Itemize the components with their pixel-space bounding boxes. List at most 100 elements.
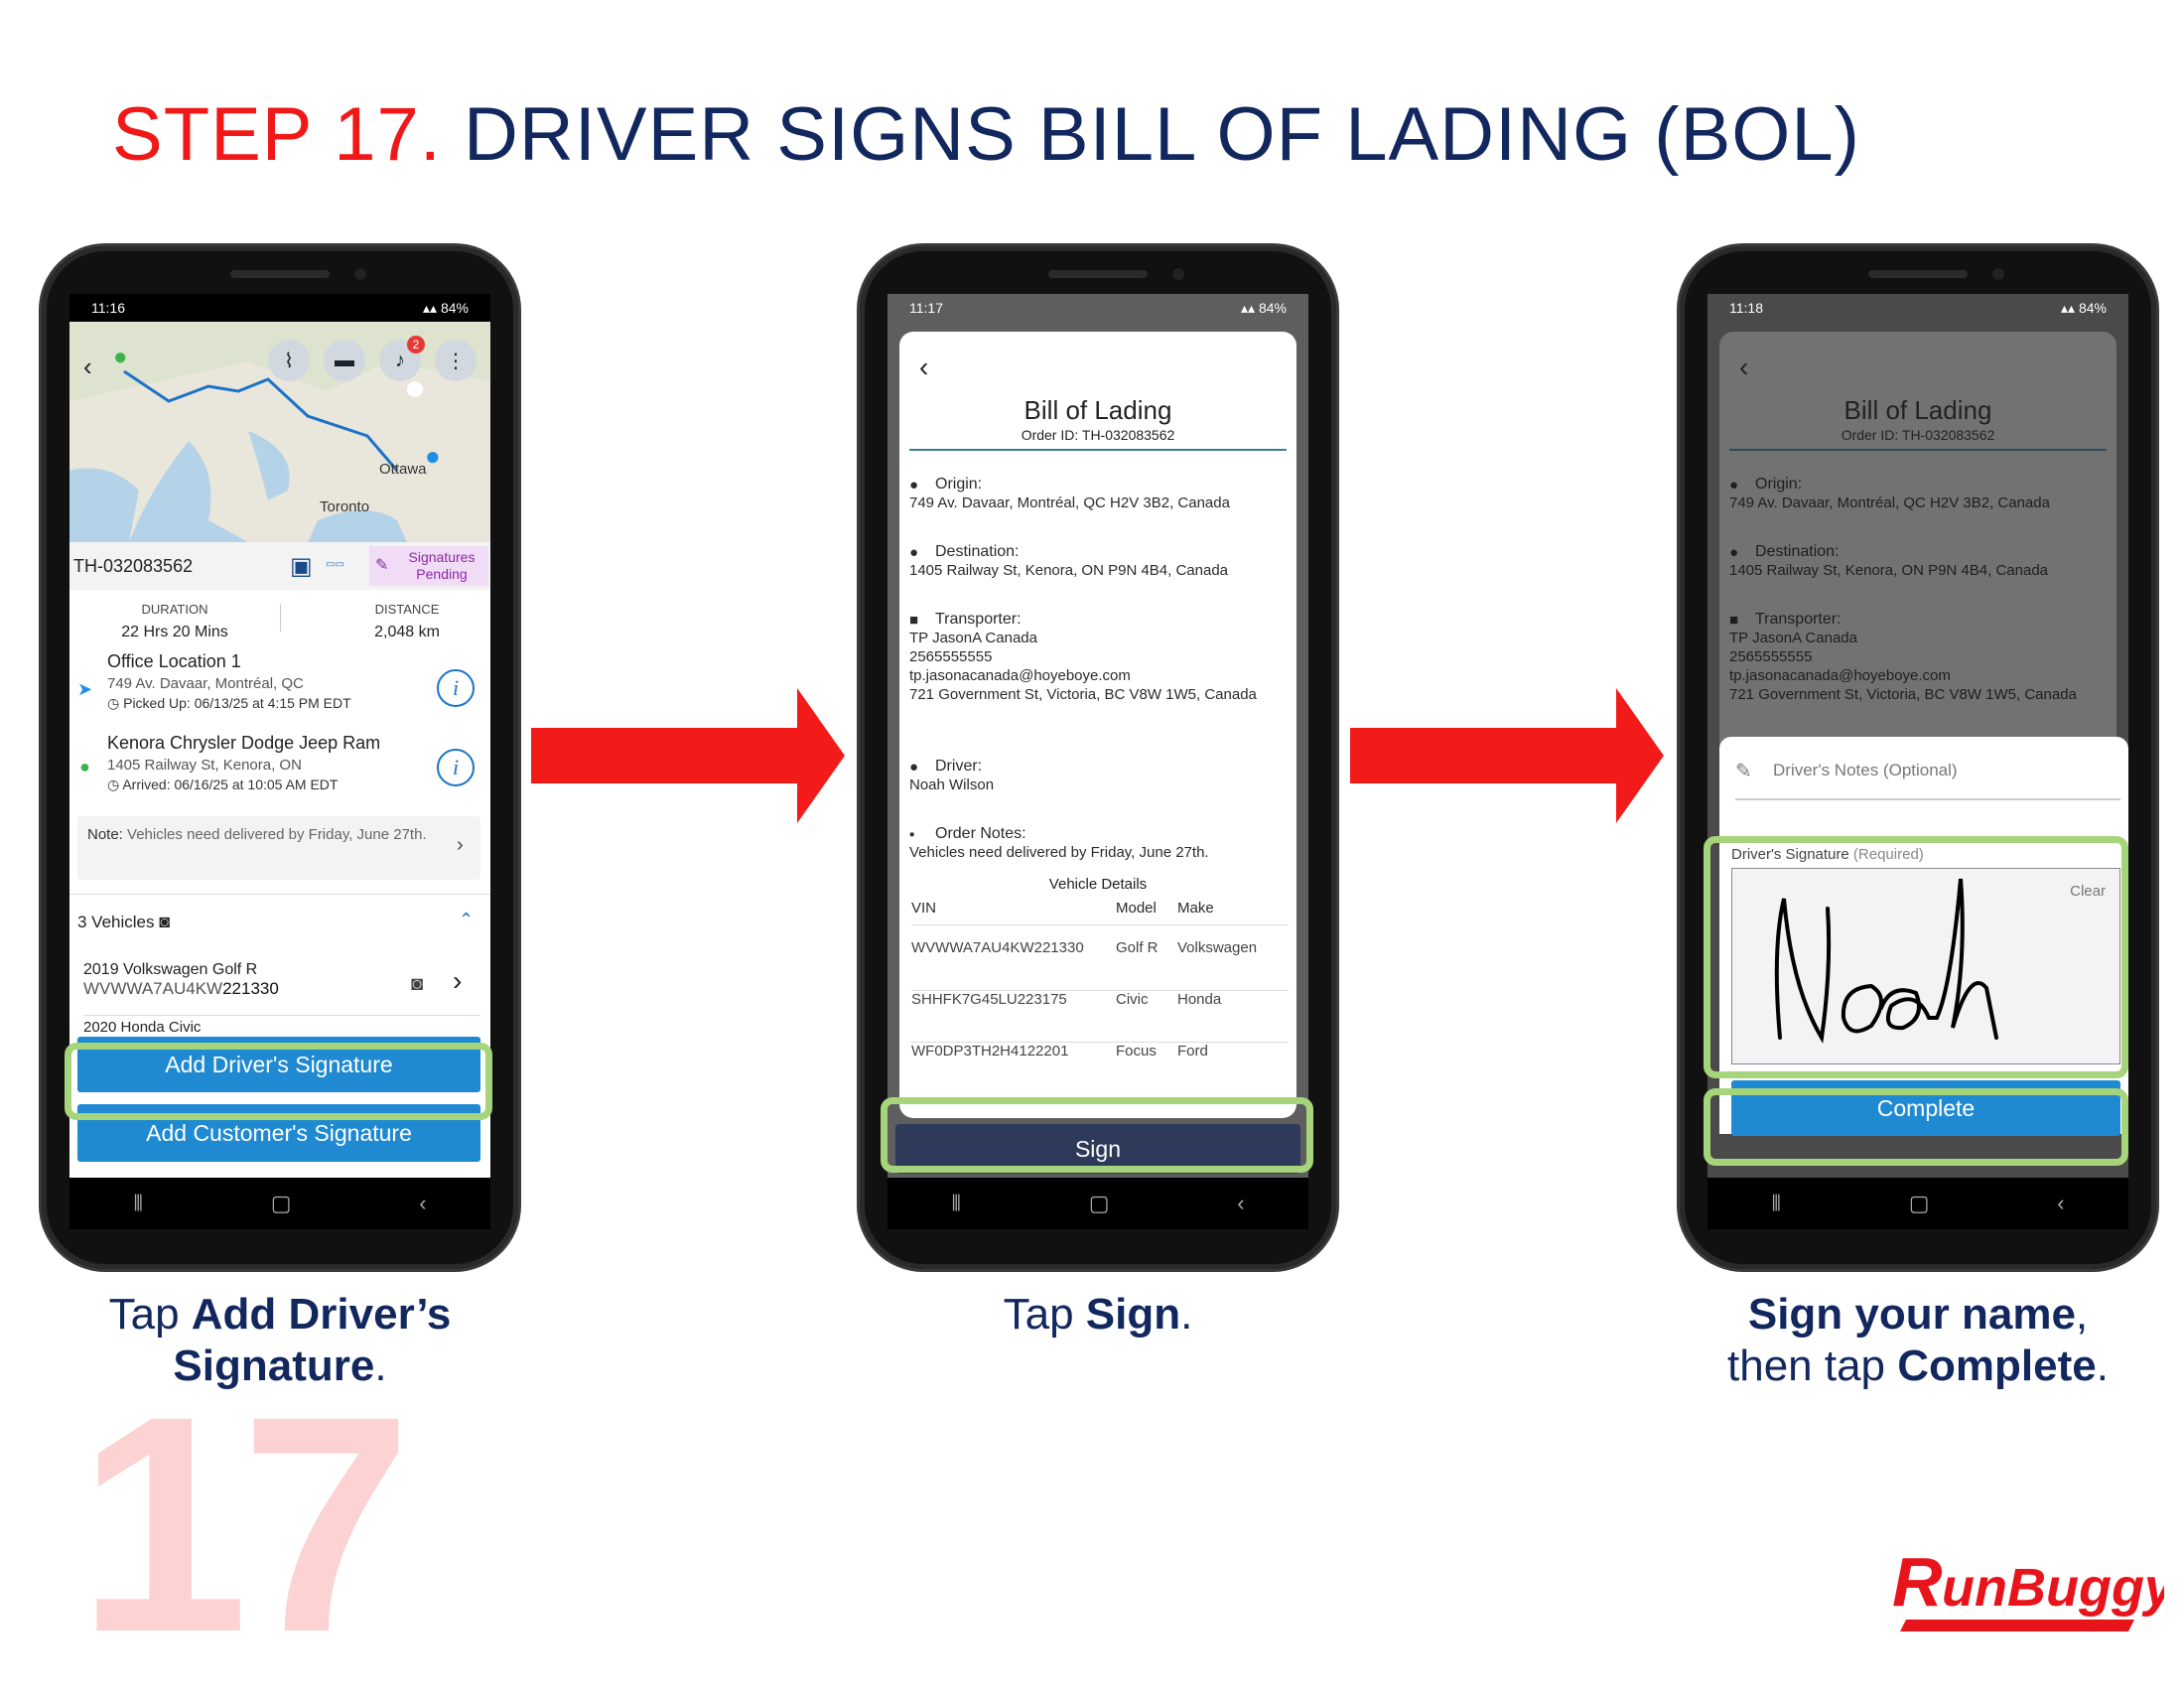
vin-suffix: 221330	[222, 979, 279, 998]
phone-3-screen: 11:18 ▴▴ 84% ‹ Bill of Lading Order ID: …	[1707, 294, 2128, 1178]
phone-speaker	[230, 270, 330, 278]
stop-time: ◷ Arrived: 06/16/25 at 10:05 AM EDT	[107, 777, 338, 793]
caption-text: .	[2096, 1342, 2109, 1390]
drivers-notes-input[interactable]: ✎ Driver's Notes (Optional)	[1735, 755, 2120, 800]
truck-icon: ■	[909, 612, 919, 629]
stop-item-destination[interactable]: ● Kenora Chrysler Dodge Jeep Ram 1405 Ra…	[69, 733, 490, 808]
vehicle-row[interactable]: 2019 Volkswagen Golf R WVWWA7AU4KW221330…	[83, 961, 480, 1005]
chevron-right-icon[interactable]: ›	[457, 834, 464, 856]
runbuggy-logo: R unBuggy	[1886, 1534, 2177, 1648]
order-notes-value: Vehicles need delivered by Friday, June …	[909, 844, 1209, 861]
route-map[interactable]: ‹ ● ● ⌇ ▬ ♪ 2 ⋮ Ottawa Toronto	[69, 322, 490, 542]
table-row: WF0DP3TH2H4122201 Focus Ford	[911, 1043, 1289, 1092]
transporter-label: Transporter:	[1755, 611, 1842, 628]
origin-label: Origin:	[1755, 476, 1803, 493]
stop-item-origin[interactable]: ➤ Office Location 1 749 Av. Davaar, Mont…	[69, 651, 490, 727]
note-label: Note:	[87, 826, 123, 843]
android-nav-bar: ⦀ ▢ ‹	[69, 1178, 490, 1229]
destination-section: ● Destination: 1405 Railway St, Kenora, …	[909, 542, 1228, 580]
order-notes-label: Order Notes:	[935, 825, 1026, 842]
info-icon[interactable]: i	[437, 749, 475, 786]
stop-time-text: Arrived: 06/16/25 at 10:05 AM EDT	[122, 777, 339, 792]
battery-level: 84%	[1258, 299, 1287, 316]
highlight-sign-button	[881, 1097, 1313, 1173]
transporter-phone: 2565555555	[1729, 648, 1813, 665]
signal-icon: ▴▴	[423, 299, 438, 316]
bol-order-id: Order ID: TH-032083562	[1841, 427, 1995, 443]
pencil-icon: ✎	[1735, 761, 1752, 782]
back-nav-icon[interactable]: ‹	[2057, 1191, 2065, 1215]
vehicle-table[interactable]: VIN Model Make WVWWA7AU4KW221330 Golf R …	[911, 900, 1289, 1098]
transporter-email: tp.jasonacanada@hoyeboye.com	[1729, 667, 1951, 684]
destination-pin-icon: ●	[425, 441, 441, 471]
back-icon[interactable]: ‹	[83, 352, 92, 381]
person-icon: ●	[909, 759, 919, 776]
android-nav-bar: ⦀ ▢ ‹	[1707, 1178, 2128, 1229]
recent-apps-icon[interactable]: ⦀	[1771, 1191, 1782, 1215]
make-cell: Ford	[1177, 1043, 1208, 1060]
clock-icon: ◷	[107, 695, 124, 711]
vehicle-name: 2019 Volkswagen Golf R	[83, 961, 258, 978]
order-note[interactable]: Note: Vehicles need delivered by Friday,…	[77, 816, 480, 880]
back-icon[interactable]: ‹	[919, 352, 929, 382]
column-header-model: Model	[1116, 900, 1157, 917]
transporter-phone: 2565555555	[909, 648, 993, 665]
signal-icon: ▴▴	[1241, 299, 1256, 316]
location-pin-icon: ●	[909, 477, 919, 494]
highlight-complete-button	[1704, 1088, 2128, 1166]
more-options-icon[interactable]: ⋮	[435, 340, 477, 381]
step-title: DRIVER SIGNS BILL OF LADING (BOL)	[464, 92, 1860, 177]
driver-value: Noah Wilson	[909, 777, 995, 793]
home-icon[interactable]: ▢	[270, 1191, 292, 1215]
phone-2-screen: 11:17 ▴▴ 84% ‹ Bill of Lading Order ID: …	[887, 294, 1308, 1178]
table-row: WVWWA7AU4KW221330 Golf R Volkswagen	[911, 939, 1289, 991]
origin-pin-icon: ●	[113, 344, 128, 370]
vin-cell: WVWWA7AU4KW221330	[911, 939, 1084, 956]
transporter-section: ■ Transporter: TP JasonA Canada 25655555…	[909, 610, 1287, 704]
info-icon[interactable]: i	[437, 669, 475, 707]
clock-icon: ◷	[107, 777, 123, 792]
signatures-pending-badge[interactable]: Signatures Pending	[369, 546, 488, 586]
chat-icon[interactable]: ▬	[324, 340, 365, 381]
sign-button[interactable]: Sign	[895, 1124, 1300, 1174]
location-pin-icon: ●	[79, 757, 90, 777]
destination-section: ● Destination: 1405 Railway St, Kenora, …	[1729, 542, 2048, 580]
caption-bold: Sign your name	[1747, 1290, 2076, 1339]
notification-badge: 2	[407, 336, 425, 353]
bell-icon[interactable]: ♪	[379, 340, 421, 381]
signature-sheet: ✎ Driver's Notes (Optional) Driver's Sig…	[1719, 737, 2128, 1136]
back-nav-icon[interactable]: ‹	[419, 1191, 427, 1215]
recent-apps-icon[interactable]: ⦀	[133, 1191, 144, 1215]
vehicles-count[interactable]: 3 Vehicles ◙	[77, 912, 170, 932]
paperclip-icon[interactable]: ⌇	[268, 340, 310, 381]
origin-label: Origin:	[935, 476, 983, 493]
battery-level: 84%	[2078, 299, 2107, 316]
svg-text:R: R	[1892, 1543, 1943, 1621]
signature-pad[interactable]: Clear	[1731, 868, 2120, 1064]
status-time: 11:16	[91, 300, 125, 316]
vehicles-count-text: 3 Vehicles	[77, 913, 155, 931]
make-cell: Honda	[1177, 991, 1222, 1008]
arrow-right-icon	[531, 688, 845, 823]
step-label: STEP 17.	[112, 92, 442, 177]
home-icon[interactable]: ▢	[1088, 1191, 1110, 1215]
clipboard-icon[interactable]: ▣	[290, 553, 313, 580]
transporter-email: tp.jasonacanada@hoyeboye.com	[909, 667, 1131, 684]
transporter-name: TP JasonA Canada	[909, 630, 1037, 646]
caption-bold: Sign	[1085, 1290, 1181, 1339]
recent-apps-icon[interactable]: ⦀	[951, 1191, 962, 1215]
camera-icon: ◙	[159, 912, 171, 931]
heading-underline	[909, 449, 1287, 451]
stats-divider	[280, 604, 281, 632]
transporter-name: TP JasonA Canada	[1729, 630, 1857, 646]
bol-heading: Bill of Lading	[1024, 395, 1172, 425]
back-nav-icon[interactable]: ‹	[1237, 1191, 1245, 1215]
android-nav-bar: ⦀ ▢ ‹	[887, 1178, 1308, 1229]
driver-label: Driver:	[935, 758, 983, 775]
home-icon[interactable]: ▢	[1908, 1191, 1930, 1215]
phone-1-screen: 11:16 ▴▴ 84% ‹ ● ● ⌇ ▬ ♪ 2 ⋮ Ottawa Toro…	[69, 294, 490, 1178]
transporter-address: 721 Government St, Victoria, BC V8W 1W5,…	[1729, 686, 2077, 703]
clear-signature-button[interactable]: Clear	[2070, 883, 2106, 900]
chevron-up-icon[interactable]: ⌃	[459, 910, 475, 929]
logo-text: unBuggy	[1942, 1558, 2164, 1618]
